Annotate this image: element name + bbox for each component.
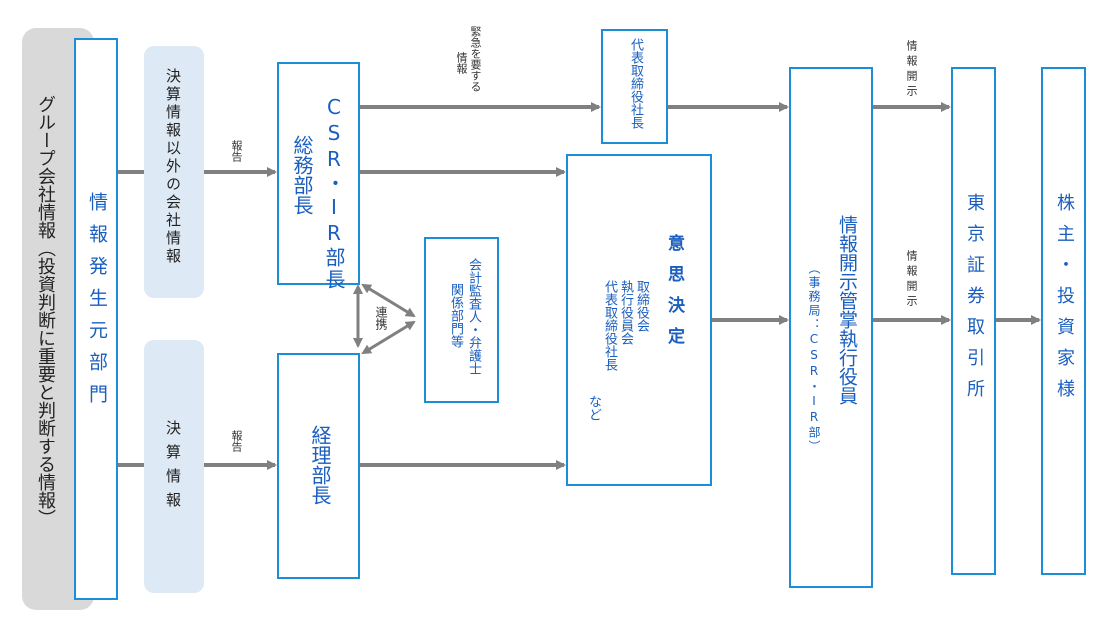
- disclosure-label-bottom: 情報開示: [905, 250, 918, 310]
- financial-info-label: 決算情報: [164, 420, 182, 516]
- auditor-lawyer-label: 会計監査人・弁護士: [466, 258, 481, 375]
- group-company-info-label: グループ会社情報（投資判断に重要と判断する情報）: [35, 95, 56, 527]
- tokyo-stock-exchange-label: 東京証券取引所: [964, 193, 985, 410]
- urgent-info-label-line2: 情報: [455, 52, 468, 74]
- source-department-label: 情報発生元部門: [86, 192, 108, 416]
- etc-label: など: [586, 395, 601, 421]
- accounting-manager-box: [277, 353, 360, 579]
- disclosure-officer-title: 情報開示管掌執行役員: [836, 215, 858, 405]
- csr-ir-general-affairs-box: [277, 62, 360, 285]
- non-financial-info-pill: [144, 46, 204, 298]
- non-financial-info-label: 決算情報以外の会社情報: [164, 68, 182, 266]
- decision-making-title: 意思決定: [664, 234, 684, 358]
- report-label-top: 報告: [230, 140, 243, 162]
- tokyo-stock-exchange-box: [951, 67, 996, 575]
- disclosure-officer-box: [789, 67, 873, 588]
- financial-info-pill: [144, 340, 204, 593]
- accounting-manager-label: 経理部長: [308, 425, 332, 505]
- arrow-accounting-auditor-link: [361, 320, 416, 355]
- president-box: [601, 29, 668, 144]
- decision-making-box: [566, 154, 712, 486]
- general-affairs-manager-label: 総務部長: [290, 135, 314, 215]
- related-departments-label: 関係部門等: [448, 283, 463, 348]
- president-label: 代表取締役社長: [628, 38, 643, 129]
- disclosure-office-secretariat: （事務局：CSR・IR部）: [807, 262, 821, 454]
- board-of-directors-label: 取締役会: [634, 280, 649, 332]
- source-department-box: [74, 38, 118, 600]
- executive-committee-label: 執行役員会: [618, 280, 633, 345]
- president-ceo-label: 代表取締役社長: [602, 280, 617, 371]
- report-label-bottom: 報告: [230, 430, 243, 452]
- urgent-info-label-line1: 緊急を要する: [469, 26, 482, 92]
- shareholders-investors-label: 株主・投資家様: [1054, 193, 1075, 410]
- shareholders-investors-box: [1041, 67, 1086, 575]
- auditor-lawyer-box: [424, 237, 499, 403]
- csr-ir-manager-label: CSR・IR部長: [322, 95, 346, 291]
- disclosure-label-top: 情報開示: [905, 40, 918, 100]
- arrow-csr-auditor-link: [361, 283, 416, 318]
